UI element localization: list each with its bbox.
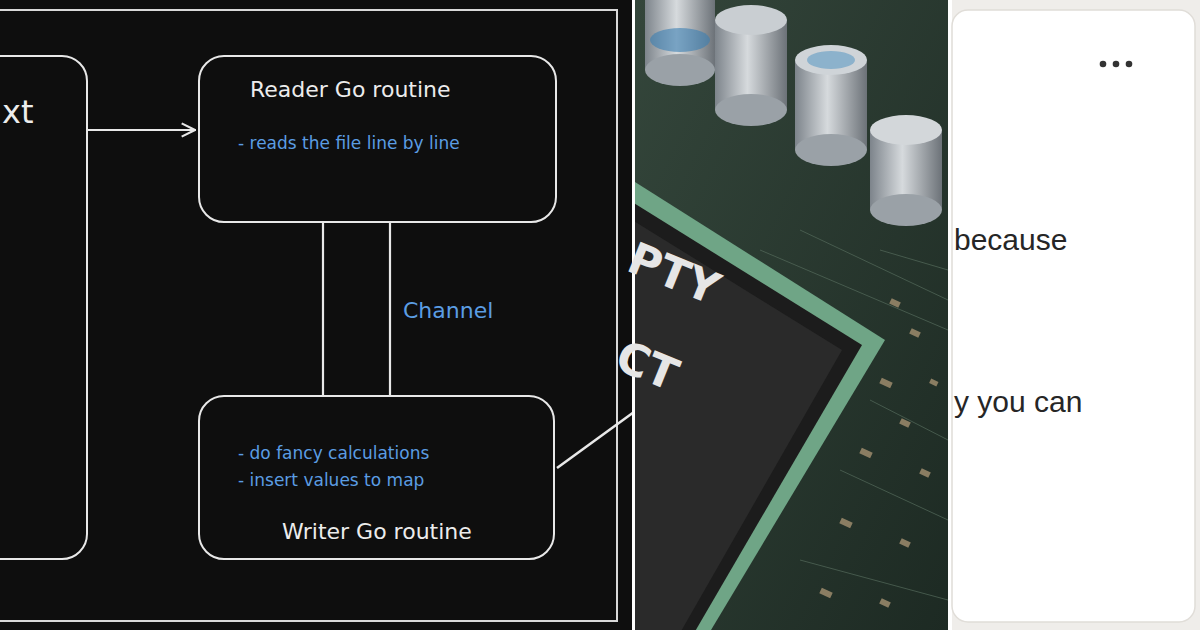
menu-dots [1100, 61, 1133, 68]
diagram-ground [0, 0, 632, 630]
capacitors [645, 0, 942, 226]
box-text: Writer Go routine [282, 519, 472, 545]
circuit-photo [635, 0, 948, 630]
chip-body [635, 182, 862, 630]
box-text: - insert values to map [238, 470, 424, 490]
card-text: because [954, 222, 1067, 258]
chip-text: CT [608, 330, 686, 402]
leader-line [557, 412, 634, 468]
text-card [952, 10, 1195, 622]
box-text: - do fancy calculations [238, 443, 429, 463]
box-heading: xt [2, 93, 33, 131]
writer-box: - do fancy calculations - insert values t… [198, 395, 555, 560]
channel-lines [323, 223, 390, 395]
frame-border [0, 10, 617, 621]
card-text: y you can [954, 384, 1082, 420]
edge-label: Channel [403, 298, 493, 324]
panel-gap [632, 0, 635, 630]
flow-arrow [88, 129, 195, 131]
card-ground [952, 0, 1200, 630]
chip-text: PTY [620, 232, 727, 316]
reader-box: Reader Go routine - reads the file line b… [198, 55, 557, 223]
box-heading: Reader Go routine [250, 77, 451, 103]
chip-face [635, 200, 842, 630]
box-text: - reads the file line by line [238, 133, 460, 153]
chip-border [635, 160, 885, 630]
input-box: xt [0, 55, 88, 560]
